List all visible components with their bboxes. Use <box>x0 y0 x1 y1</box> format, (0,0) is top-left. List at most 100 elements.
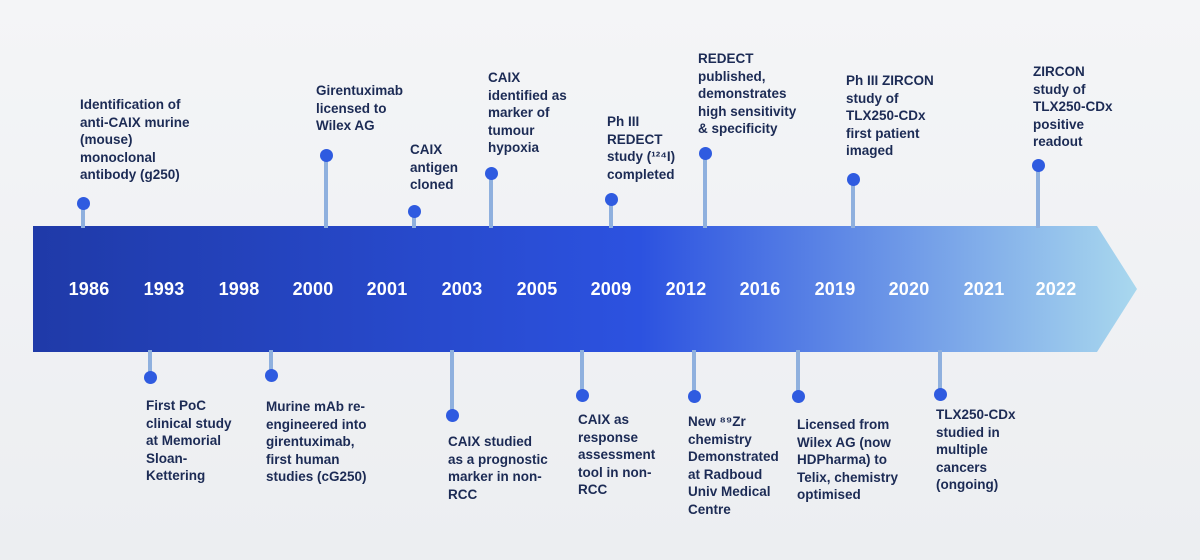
event-label-line: Ph III <box>607 114 640 129</box>
event-label-line: TLX250-CDx <box>846 108 926 123</box>
event-label-line: first human <box>266 451 340 467</box>
event-label-line: licensed to <box>316 100 387 116</box>
event-label-line: Licensed from <box>797 417 890 432</box>
event-label-line: Kettering <box>146 468 206 483</box>
event-marker-dot <box>933 387 947 401</box>
event-connector-line <box>324 155 328 228</box>
event-label-line: antigen <box>410 159 459 175</box>
event-marker-dot <box>484 166 498 180</box>
event-label-line: CAIX as <box>578 412 630 427</box>
year-label: 2020 <box>888 279 930 299</box>
event-label-line: Telix, chemistry <box>797 469 899 485</box>
event-label-line: study of <box>846 90 899 106</box>
year-label: 1986 <box>68 279 110 299</box>
event-label-line: positive <box>1033 116 1085 132</box>
timeline-arrow-shape <box>33 226 1137 352</box>
year-label: 2009 <box>590 279 632 299</box>
event-connector-line <box>269 350 273 375</box>
event-label-line: ZIRCON <box>1033 64 1085 79</box>
event-label-line: tumour <box>488 122 535 138</box>
event-label-line: REDECT <box>698 51 754 66</box>
event-label-line: marker in non- <box>448 469 542 484</box>
event-connector-line <box>1036 165 1040 228</box>
event-connector-line <box>450 350 454 415</box>
event-label-line: engineered into <box>266 416 367 432</box>
year-label: 2021 <box>963 279 1005 299</box>
event-marker-dot <box>687 389 701 403</box>
event-label-line: (ongoing) <box>936 477 999 492</box>
event-connector-line <box>489 173 493 228</box>
event-label-line: Univ Medical <box>688 484 771 499</box>
event-marker-dot <box>846 172 860 186</box>
event-label: REDECT published, demonstrates high sensiti… <box>698 50 796 138</box>
event-label-line: RCC <box>448 486 478 502</box>
event-label: Ph III ZIRCON study of TLX250-CDx first pat… <box>846 72 934 160</box>
event-connector-line <box>938 350 942 394</box>
event-label-line: first patient <box>846 125 920 141</box>
event-marker-dot <box>445 408 459 422</box>
year-label: 2001 <box>366 279 408 299</box>
event-label-line: demonstrates <box>698 86 787 101</box>
event-connector-line <box>703 153 707 228</box>
event-marker-dot <box>604 192 618 206</box>
event-label-line: at Memorial <box>146 433 222 448</box>
event-connector-line <box>580 350 584 395</box>
event-label-line: optimised <box>797 487 861 502</box>
event-label-line: antibody (g250) <box>80 167 180 182</box>
event-label-line: chemistry <box>688 431 752 447</box>
event-label-line: study of <box>1033 81 1086 97</box>
event-label-line: published, <box>698 68 766 84</box>
event-label-line: tool in non- <box>578 464 652 480</box>
event-connector-line <box>609 199 613 228</box>
event-label-line: TLX250-CDx <box>936 407 1016 422</box>
event-label-line: high sensitivity <box>698 103 797 119</box>
event-label-line: Wilex AG <box>316 118 375 133</box>
event-label-line: New ⁸⁹Zr <box>688 414 746 429</box>
year-label: 1998 <box>218 279 260 299</box>
event-marker-dot <box>76 196 90 210</box>
event-connector-line <box>148 350 152 377</box>
event-marker-dot <box>319 148 333 162</box>
event-marker-dot <box>407 204 421 218</box>
event-label-line: studied in <box>936 424 1000 440</box>
event-label-line: Sloan- <box>146 450 188 466</box>
event-marker-dot <box>791 389 805 403</box>
event-label-line: RCC <box>578 482 608 497</box>
event-marker-dot <box>1031 158 1045 172</box>
event-label-line: CAIX <box>488 70 521 85</box>
event-label-line: cloned <box>410 177 454 192</box>
event-label: Murine mAb re-engineered into girentuxima… <box>266 398 367 486</box>
event-label-line: HDPharma) to <box>797 452 888 467</box>
event-label-line: First PoC <box>146 398 207 413</box>
event-marker-dot <box>698 146 712 160</box>
event-label-line: Wilex AG (now <box>797 434 891 450</box>
event-label-line: & specificity <box>698 121 778 136</box>
event-label-line: hypoxia <box>488 140 540 155</box>
event-label-line: study (¹²⁴I) <box>607 149 676 164</box>
event-label-line: Murine mAb re- <box>266 399 366 414</box>
year-label: 2005 <box>516 279 558 299</box>
event-label-line: Demonstrated <box>688 449 779 464</box>
event-label-line: clinical study <box>146 415 232 431</box>
event-connector-line <box>81 203 85 228</box>
event-label-line: Ph III ZIRCON <box>846 73 934 88</box>
event-label-line: girentuximab, <box>266 434 355 449</box>
year-label: 2016 <box>739 279 781 299</box>
event-label-line: Girentuximab <box>316 83 404 98</box>
event-marker-dot <box>264 368 278 382</box>
event-connector-line <box>851 179 855 228</box>
year-label: 2012 <box>665 279 707 299</box>
event-connector-line <box>796 350 800 396</box>
event-connector-line <box>692 350 696 396</box>
